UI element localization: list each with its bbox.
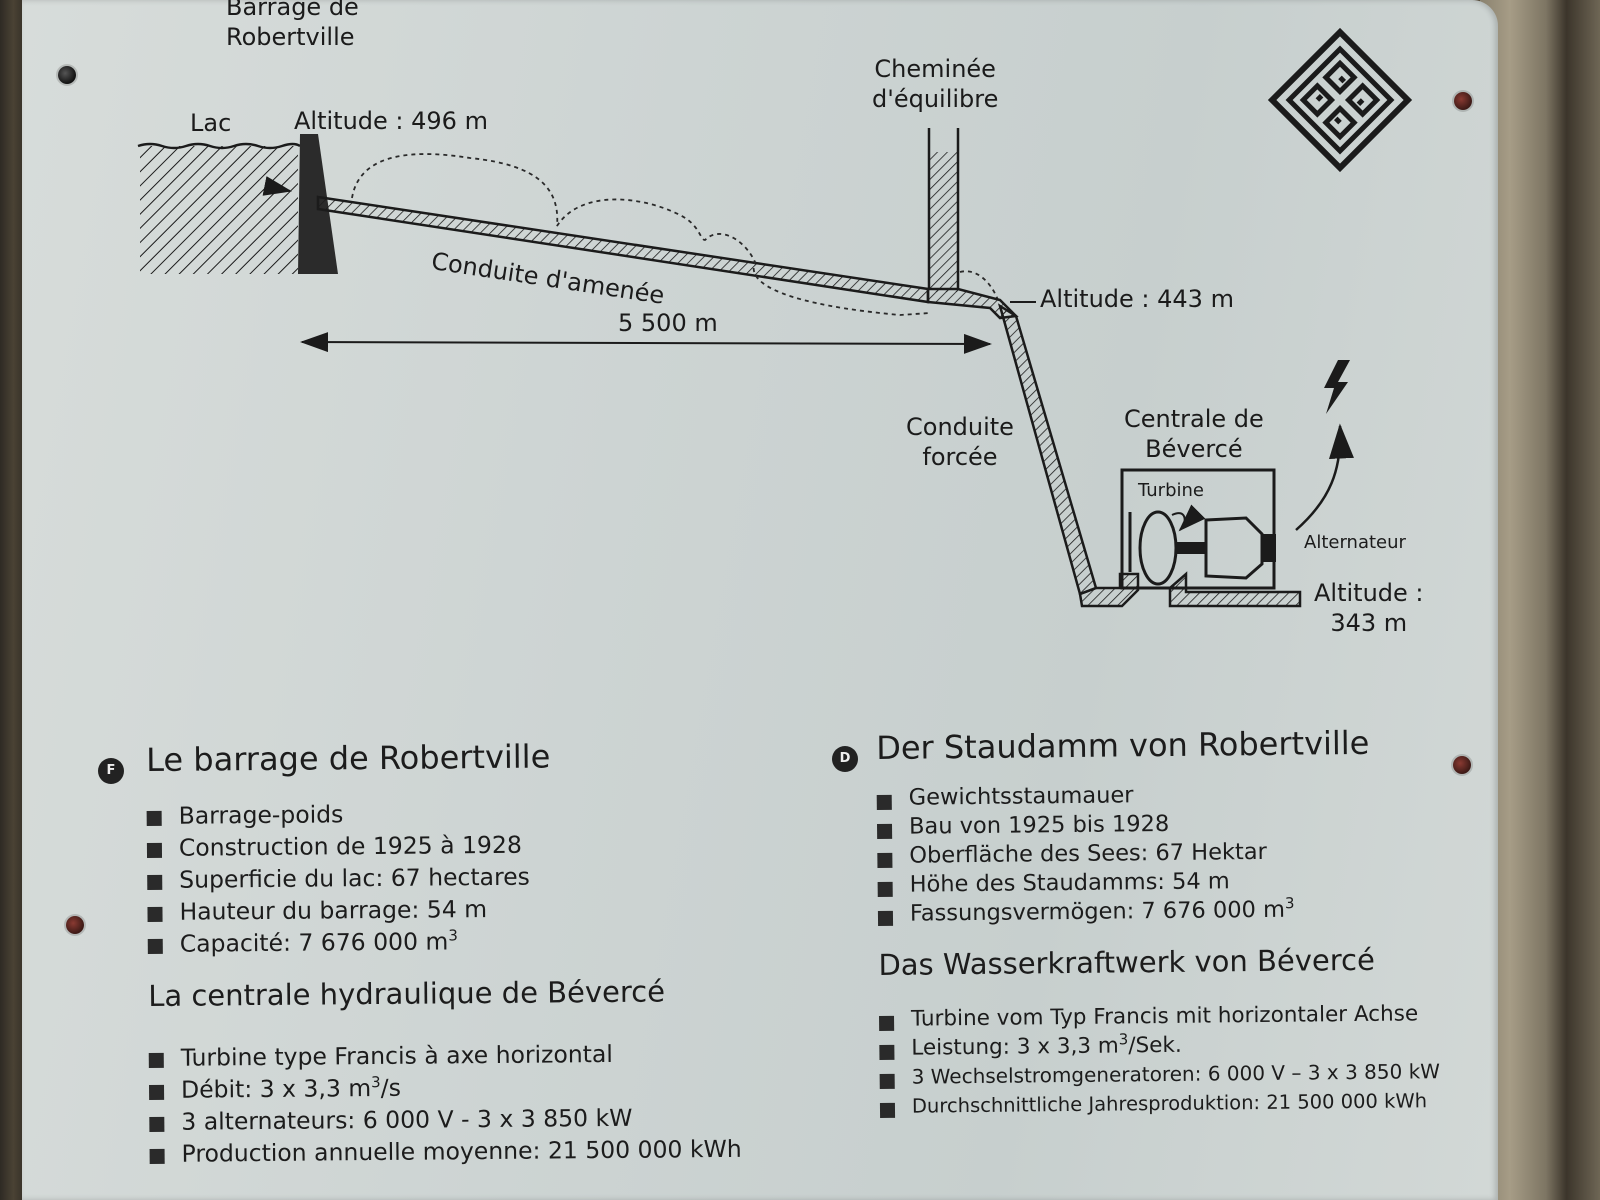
french-column: Le barrage de Robertville Barrage-poids …: [146, 735, 742, 1170]
turbine-label: Turbine: [1138, 480, 1204, 501]
french-plant-list: Turbine type Francis à axe horizontal Dé…: [149, 1037, 742, 1170]
altitude-chimney-label: Altitude : 443 m: [1040, 285, 1234, 313]
german-plant-heading: Das Wasserkraftwerk von Bévercé: [878, 942, 1376, 982]
list-item: Superficie du lac: 67 hectares: [147, 859, 739, 896]
penstock: [997, 303, 1302, 608]
list-item: Capacité: 7 676 000 m3: [148, 923, 740, 960]
lake-label: Lac: [190, 109, 232, 137]
list-item: Turbine type Francis à axe horizontal: [149, 1037, 741, 1074]
diamond-maze-logo-icon: [1267, 27, 1413, 173]
french-dam-list: Barrage-poids Construction de 1925 à 192…: [147, 795, 740, 960]
altitude-dam-label: Altitude : 496 m: [294, 107, 488, 135]
distance-arrow: [300, 332, 992, 354]
alternator-shape: [1204, 516, 1264, 580]
intake-arrow: [262, 176, 292, 196]
terrain-profile-2: [959, 270, 999, 301]
surge-chimney: [926, 128, 1019, 320]
lightning-icon: [1324, 360, 1350, 414]
wooden-post-right: [1480, 0, 1600, 1200]
turbine-shape: [1138, 510, 1178, 586]
french-plant-heading: La centrale hydraulique de Bévercé: [148, 974, 666, 1013]
alternator-label: Alternateur: [1304, 532, 1406, 553]
list-item: Construction de 1925 à 1928: [147, 827, 739, 864]
screw: [1453, 756, 1471, 774]
french-dam-heading: Le barrage de Robertville: [146, 737, 551, 779]
dam-title-label: Barrage de Robertville: [226, 0, 359, 51]
german-dam-heading: Der Staudamm von Robertville: [876, 723, 1370, 767]
screw: [58, 66, 76, 84]
penstock-label: Conduite forcée: [906, 413, 1014, 471]
power-plant-label: Centrale de Bévercé: [1124, 405, 1264, 463]
screw: [66, 916, 84, 934]
list-item: Barrage-poids: [147, 795, 739, 832]
german-dam-list: Gewichtsstaumauer Bau von 1925 bis 1928 …: [877, 778, 1439, 929]
altitude-plant-label: Altitude : 343 m: [1314, 579, 1424, 637]
list-item: Durchschnittliche Jahresproduktion: 21 5…: [880, 1086, 1441, 1121]
german-column: Der Staudamm von Robertville Gewichtssta…: [876, 722, 1440, 1121]
wooden-post-left: [0, 0, 22, 1200]
list-item: Production annuelle moyenne: 21 500 000 …: [149, 1133, 741, 1170]
german-badge: D: [832, 746, 858, 772]
list-item: Hauteur du barrage: 54 m: [147, 891, 739, 928]
terrain-profile: [351, 153, 931, 316]
screw: [1454, 92, 1472, 110]
distance-label: 5 500 m: [618, 309, 718, 337]
list-item: 3 alternateurs: 6 000 V - 3 x 3 850 kW: [149, 1101, 741, 1138]
list-item: Débit: 3 x 3,3 m3/s: [149, 1069, 741, 1106]
power-output-arrow: [1295, 423, 1354, 531]
surge-chimney-label: Cheminée d'équilibre: [872, 55, 999, 113]
power-plant: [1120, 423, 1354, 590]
french-badge: F: [98, 758, 124, 784]
lake-hatching: [137, 142, 301, 274]
german-plant-list: Turbine vom Typ Francis mit horizontaler…: [879, 999, 1441, 1121]
list-item: Fassungsvermögen: 7 676 000 m3: [878, 894, 1439, 929]
